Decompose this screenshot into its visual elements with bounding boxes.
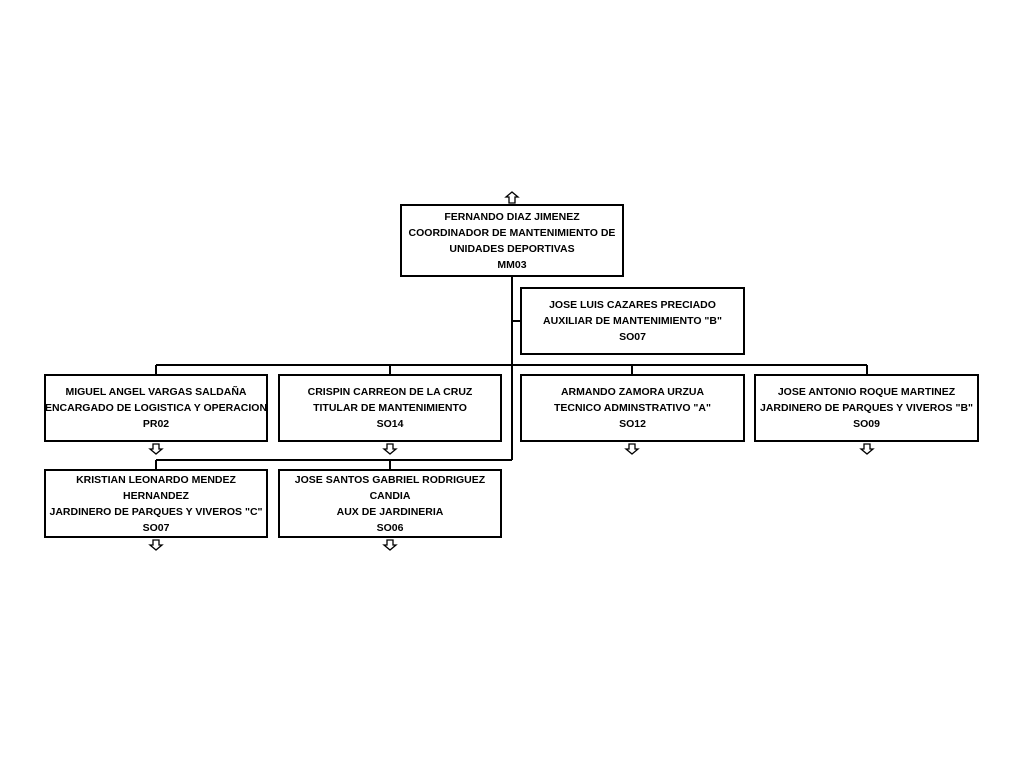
expand-down-icon [148, 539, 164, 551]
org-node-child[interactable]: ARMANDO ZAMORA URZUA TECNICO ADMINSTRATI… [520, 374, 745, 442]
node-title: UNIDADES DEPORTIVAS [449, 242, 575, 255]
node-title: AUXILIAR DE MANTENIMIENTO "B" [543, 315, 722, 327]
node-code: SO09 [853, 418, 880, 430]
node-code: SO12 [619, 418, 646, 430]
node-name: FERNANDO DIAZ JIMENEZ [444, 210, 580, 223]
expand-down-icon [148, 443, 164, 455]
node-title: JARDINERO DE PARQUES Y VIVEROS "C" [49, 505, 263, 518]
node-name: JOSE SANTOS GABRIEL RODRIGUEZ [294, 473, 486, 486]
org-node-child[interactable]: CRISPIN CARREON DE LA CRUZ TITULAR DE MA… [278, 374, 502, 442]
node-title: ENCARGADO DE LOGISTICA Y OPERACION [44, 402, 268, 414]
node-title: TITULAR DE MANTENIMIENTO [313, 402, 467, 414]
node-title: TECNICO ADMINSTRATIVO "A" [554, 402, 711, 414]
expand-down-icon [624, 443, 640, 455]
node-code: SO14 [376, 418, 404, 430]
expand-down-icon [382, 539, 398, 551]
node-name: MIGUEL ANGEL VARGAS SALDAÑA [65, 386, 247, 398]
node-name: KRISTIAN LEONARDO MENDEZ [76, 473, 236, 486]
node-title: AUX DE JARDINERIA [336, 505, 444, 518]
node-name: CRISPIN CARREON DE LA CRUZ [307, 386, 473, 398]
node-code: SO07 [142, 521, 170, 534]
node-code: MM03 [497, 258, 527, 271]
node-name: CANDIA [369, 489, 411, 502]
org-node-child[interactable]: JOSE SANTOS GABRIEL RODRIGUEZ CANDIA AUX… [278, 469, 502, 538]
node-title: JARDINERO DE PARQUES Y VIVEROS "B" [760, 402, 974, 414]
node-name: JOSE ANTONIO ROQUE MARTINEZ [777, 386, 956, 398]
org-node-child[interactable]: MIGUEL ANGEL VARGAS SALDAÑA ENCARGADO DE… [44, 374, 268, 442]
org-node-root[interactable]: FERNANDO DIAZ JIMENEZ COORDINADOR DE MAN… [400, 204, 624, 277]
node-title: COORDINADOR DE MANTENIMIENTO DE [408, 226, 616, 239]
node-code: SO06 [376, 521, 404, 534]
expand-down-icon [859, 443, 875, 455]
org-node-assistant[interactable]: JOSE LUIS CAZARES PRECIADO AUXILIAR DE M… [520, 287, 745, 355]
org-node-child[interactable]: JOSE ANTONIO ROQUE MARTINEZ JARDINERO DE… [754, 374, 979, 442]
node-code: PR02 [142, 418, 170, 430]
expand-up-icon [504, 191, 520, 204]
node-name: HERNANDEZ [123, 489, 189, 502]
expand-down-icon [382, 443, 398, 455]
node-name: ARMANDO ZAMORA URZUA [560, 386, 705, 398]
node-code: SO07 [619, 331, 646, 343]
org-node-child[interactable]: KRISTIAN LEONARDO MENDEZ HERNANDEZ JARDI… [44, 469, 268, 538]
node-name: JOSE LUIS CAZARES PRECIADO [549, 299, 716, 311]
